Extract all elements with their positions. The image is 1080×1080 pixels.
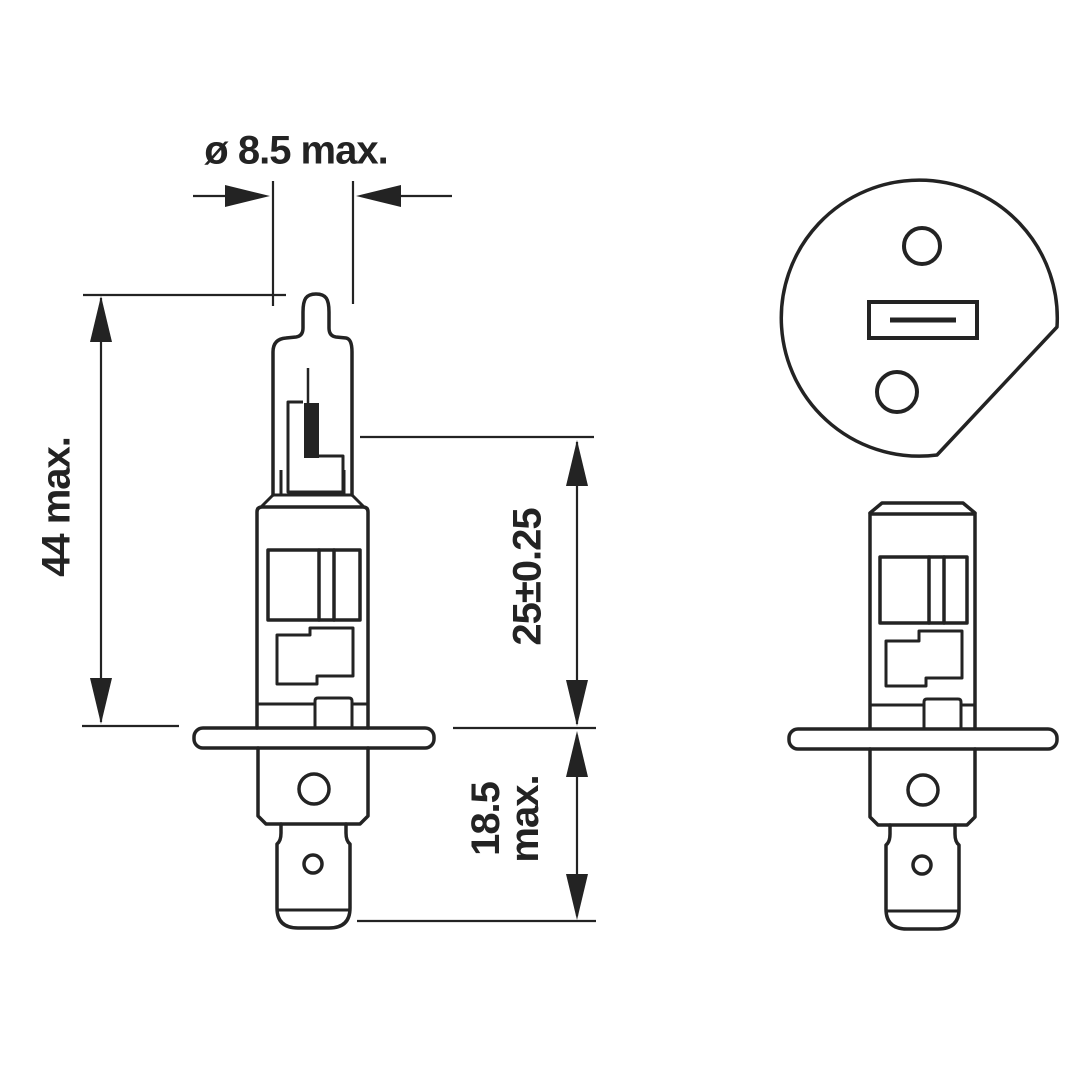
arrowhead-up (566, 440, 588, 486)
filament (304, 403, 319, 458)
keyed-flange-outline (779, 178, 1060, 458)
arrowhead-down (90, 678, 112, 724)
filament-electrode (286, 400, 345, 494)
contact-slot (867, 300, 979, 340)
rear-view-connector (779, 178, 1060, 458)
index-hole-bottom (875, 370, 919, 414)
base-step-plate (275, 626, 355, 686)
flange (192, 726, 436, 750)
arrowhead-left (356, 185, 401, 207)
arrowhead-down (566, 680, 588, 726)
side-view-base (787, 501, 1059, 931)
contact-block-hole (906, 773, 940, 807)
contact-block (868, 747, 977, 827)
index-hole-top (902, 226, 942, 266)
dimension-base-length (357, 731, 596, 923)
base-window (266, 548, 362, 622)
cap-bevel (868, 501, 977, 515)
reference-lines (360, 435, 596, 730)
base-tab (922, 697, 963, 728)
extension-lines (271, 181, 355, 306)
contact-block-hole (297, 772, 331, 806)
reference-lines (82, 293, 286, 728)
flange (787, 727, 1059, 751)
base-length-dimension-label: 18.5 max. (463, 775, 547, 863)
side-view-bulb (192, 292, 436, 930)
base-step-plate (884, 629, 964, 688)
contact-pin (275, 822, 352, 930)
contact-block (256, 746, 370, 826)
contact-pin-hole (302, 853, 324, 875)
base-body (868, 512, 977, 730)
dimension-light-center-length (360, 435, 596, 730)
base-length-qualifier: max. (503, 775, 547, 863)
glass-flare-right (350, 493, 366, 509)
dimension-overall-length (82, 293, 286, 728)
contact-pin-hole (911, 854, 933, 876)
base-length-value: 18.5 (463, 782, 508, 856)
diameter-dimension-label: ø 8.5 max. (204, 128, 388, 173)
base-window (878, 555, 969, 625)
arrowhead-right (225, 185, 270, 207)
contact-pin (884, 823, 961, 931)
glass-envelope (271, 292, 354, 497)
arrowhead-up (90, 296, 112, 342)
overall-length-dimension-label: 44 max. (34, 437, 79, 577)
base-tab (313, 696, 354, 728)
light-center-length-dimension-label: 25±0.25 (505, 508, 550, 646)
arrowhead-down (566, 874, 588, 920)
dimension-diameter (193, 181, 452, 306)
arrowhead-up (566, 731, 588, 777)
glass-flare-left (259, 493, 275, 509)
base-body (255, 505, 370, 730)
